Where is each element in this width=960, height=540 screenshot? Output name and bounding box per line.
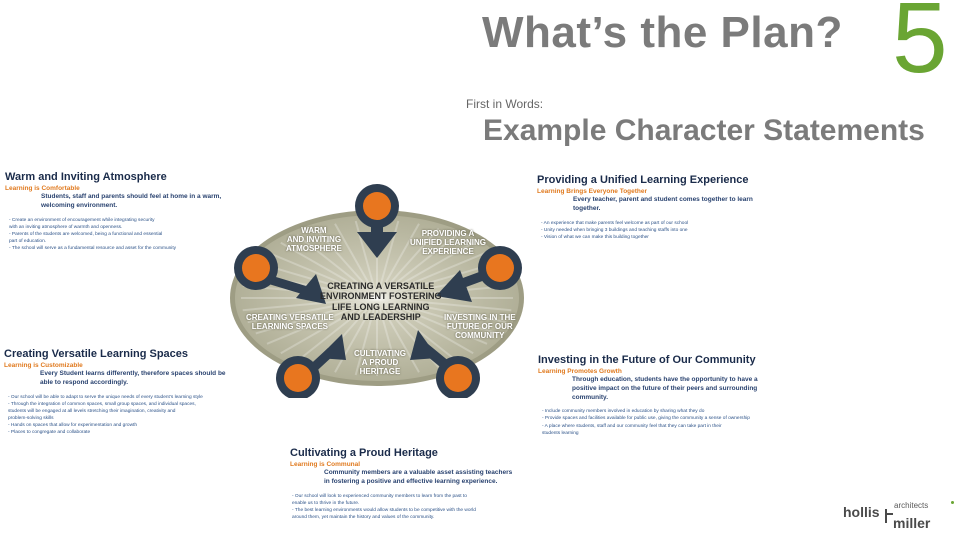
- diagram-graphic: [230, 184, 524, 398]
- diagram-ray: [376, 227, 440, 299]
- panel-unified: Providing a Unified Learning Experience …: [537, 174, 767, 241]
- panel-heritage: Cultivating a Proud Heritage Learning is…: [290, 447, 520, 521]
- panel-bullets: - Include community members involved in …: [542, 408, 778, 437]
- diagram-label-versatile: CREATING VERSATILE LEARNING SPACES: [246, 313, 334, 332]
- list-item: - The best learning environments would a…: [292, 507, 476, 521]
- panel-versatile: Creating Versatile Learning Spaces Learn…: [4, 348, 234, 437]
- panel-tag: Learning Brings Everyone Together: [537, 188, 648, 195]
- diagram-ray: [247, 297, 378, 324]
- panel-heading: Warm and Inviting Atmosphere: [5, 171, 167, 183]
- diagram-ray: [296, 234, 378, 299]
- slide-number: 5: [892, 0, 948, 94]
- diagram-ray: [242, 297, 378, 312]
- diagram-ray: [280, 297, 378, 355]
- logo-mark: [885, 513, 893, 515]
- diagram-label-unified: PROVIDING A UNIFIED LEARNING EXPERIENCE: [410, 229, 486, 257]
- diagram-label-heritage: CULTIVATING A PROUD HERITAGE: [354, 349, 406, 377]
- diagram-label-investing: INVESTING IN THE FUTURE OF OUR COMMUNITY: [444, 313, 516, 341]
- diagram-ray: [376, 297, 458, 362]
- list-item: - A place where students, staff and our …: [542, 423, 722, 436]
- panel-tag: Learning is Communal: [290, 461, 361, 468]
- diagram-ray: [376, 297, 499, 335]
- list-item: - Provide spaces and facilities availabl…: [542, 416, 750, 422]
- diagram-ray: [266, 297, 378, 345]
- diagram-ray: [296, 297, 378, 362]
- panel-tag: Learning Promotes Growth: [538, 368, 622, 375]
- list-item: - Hands on spaces that allow for experim…: [8, 423, 138, 429]
- list-item: - Places to congregate and collaborate: [8, 430, 91, 436]
- panel-statement: Every Student learns differently, theref…: [40, 370, 226, 386]
- list-item: - Through the integration of common spac…: [8, 401, 196, 422]
- diagram-ellipse: [235, 215, 519, 381]
- diagram-ray: [354, 297, 378, 376]
- diagram-ray: [255, 297, 378, 335]
- list-item: - Unity needed when bringing 3 buildings…: [541, 227, 688, 233]
- diagram-ray: [334, 223, 378, 299]
- diagram-ray: [376, 297, 512, 312]
- diagram-ray: [376, 297, 474, 355]
- diagram-label-warm: WARM AND INVITING ATMOSPHERE: [286, 226, 342, 254]
- logo-architects: architects: [894, 501, 929, 510]
- slide-title: What’s the Plan?: [482, 8, 843, 57]
- panel-investing: Investing in the Future of Our Community…: [538, 354, 778, 437]
- panel-bullets: - Our school will be able to adapt to se…: [8, 394, 234, 437]
- node-versatile: [234, 246, 278, 290]
- node-investing: [436, 356, 480, 398]
- panel-tag: Learning is Comfortable: [5, 185, 80, 192]
- hollis-miller-logo: architects hollis miller: [843, 501, 955, 535]
- list-item: - Vision of what we can make this buildi…: [541, 234, 649, 240]
- diagram-ray: [376, 297, 488, 345]
- panel-heading: Investing in the Future of Our Community: [538, 354, 756, 366]
- node-unified: [478, 246, 522, 290]
- diagram-ray: [334, 297, 378, 373]
- logo-miller: miller: [893, 515, 931, 531]
- panel-statement: Community members are a valuable asset a…: [324, 469, 513, 485]
- panel-statement: Students, staff and parents should feel …: [41, 193, 222, 209]
- diagram-ray: [376, 251, 488, 299]
- logo-hollis: hollis: [843, 504, 880, 520]
- panel-bullets: - Our school will look to experienced co…: [292, 493, 520, 522]
- node-warm: [355, 184, 399, 228]
- diagram-ray: [280, 241, 378, 299]
- panel-heading: Cultivating a Proud Heritage: [290, 447, 438, 459]
- logo-mark: [885, 509, 887, 523]
- logo-dot: [951, 501, 954, 504]
- panel-warm: Warm and Inviting Atmosphere Learning is…: [5, 171, 230, 252]
- character-diagram: WARM AND INVITING ATMOSPHERE PROVIDING A…: [222, 182, 532, 398]
- list-item: - Our school will look to experienced co…: [292, 493, 467, 506]
- diagram-label-center: CREATING A VERSATILE ENVIRONMENT FOSTERI…: [320, 281, 442, 323]
- panel-heading: Creating Versatile Learning Spaces: [4, 348, 189, 360]
- list-item: - Include community members involved in …: [542, 409, 705, 415]
- panel-tag: Learning is Customizable: [4, 362, 83, 369]
- list-item: - An experience that make parents feel w…: [541, 220, 689, 226]
- panel-bullets: - Create an environment of encouragement…: [9, 217, 230, 253]
- diagram-ray: [376, 297, 507, 324]
- diagram-ray: [376, 241, 474, 299]
- panel-heading: Providing a Unified Learning Experience: [537, 174, 749, 186]
- diagram-ray: [376, 261, 499, 299]
- panel-statement: Through education, students have the opp…: [572, 376, 758, 401]
- diagram-ray: [266, 251, 378, 299]
- list-item: - Create an environment of encouragement…: [9, 217, 155, 230]
- list-item: - Parents of the students are welcomed, …: [9, 231, 163, 245]
- slide-subtitle: Example Character Statements: [483, 114, 925, 147]
- diagram-ray: [376, 223, 420, 299]
- panel-bullets: - An experience that make parents feel w…: [541, 220, 767, 242]
- list-item: - The school will serve as a fundamental…: [9, 246, 177, 252]
- diagram-ray: [376, 234, 458, 299]
- diagram-ray: [376, 297, 400, 376]
- diagram-ray: [314, 227, 378, 299]
- panel-statement: Every teacher, parent and student comes …: [573, 196, 753, 212]
- node-heritage: [276, 356, 320, 398]
- intro-text: First in Words:: [466, 97, 544, 111]
- list-item: - Our school will be able to adapt to se…: [8, 394, 203, 400]
